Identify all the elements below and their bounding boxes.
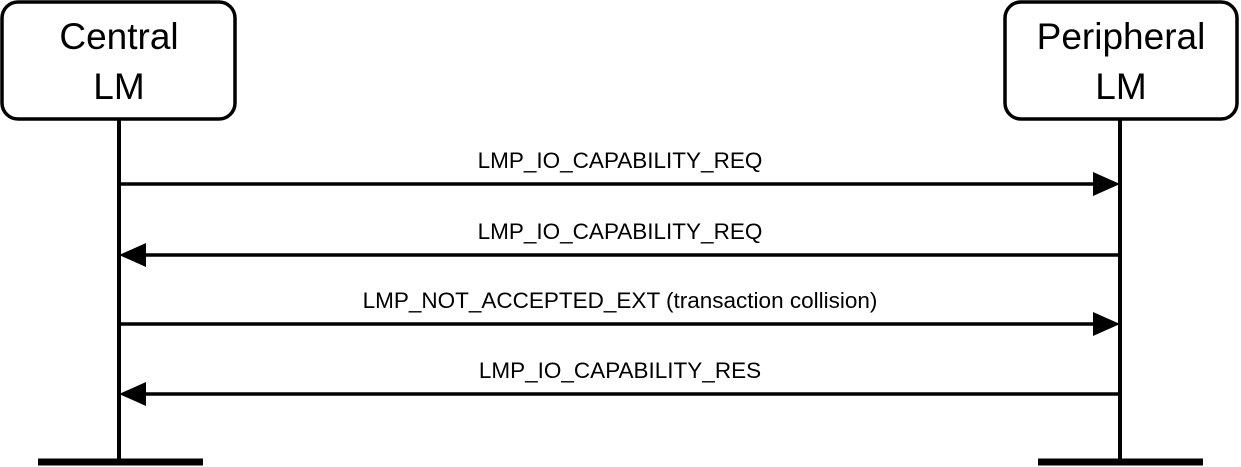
message-1-arrowhead bbox=[1093, 172, 1120, 196]
message-4-label: LMP_IO_CAPABILITY_RES bbox=[479, 358, 761, 383]
message-2: LMP_IO_CAPABILITY_REQ bbox=[119, 219, 1120, 267]
central-participant: Central LM bbox=[0, 0, 237, 121]
message-2-label: LMP_IO_CAPABILITY_REQ bbox=[478, 219, 763, 244]
central-box bbox=[0, 0, 237, 121]
message-3: LMP_NOT_ACCEPTED_EXT (transaction collis… bbox=[119, 288, 1120, 336]
peripheral-name-line1: Peripheral bbox=[1037, 16, 1206, 57]
central-name-line1: Central bbox=[59, 16, 178, 57]
message-3-arrowhead bbox=[1093, 312, 1120, 336]
peripheral-name-line2: LM bbox=[1095, 66, 1146, 107]
message-4: LMP_IO_CAPABILITY_RES bbox=[119, 358, 1120, 406]
peripheral-box bbox=[1003, 0, 1239, 121]
message-2-arrowhead bbox=[119, 243, 146, 267]
message-4-arrowhead bbox=[119, 382, 146, 406]
peripheral-participant: Peripheral LM bbox=[1003, 0, 1239, 121]
message-1: LMP_IO_CAPABILITY_REQ bbox=[119, 148, 1120, 196]
message-3-label: LMP_NOT_ACCEPTED_EXT (transaction collis… bbox=[363, 288, 878, 313]
central-name-line2: LM bbox=[93, 66, 144, 107]
message-1-label: LMP_IO_CAPABILITY_REQ bbox=[478, 148, 763, 173]
